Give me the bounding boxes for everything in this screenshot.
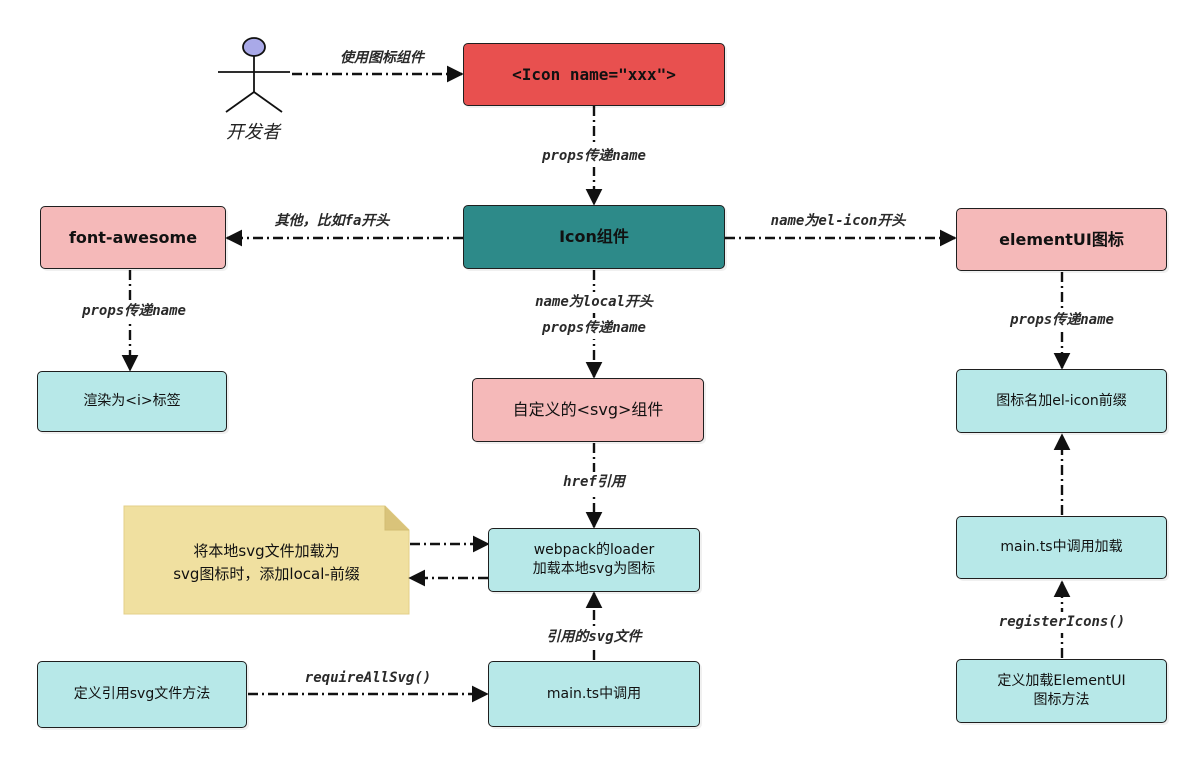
developer-actor-icon xyxy=(218,37,290,113)
edge-label-props-3: props传递name xyxy=(539,318,649,339)
main-ts-call-label: main.ts中调用 xyxy=(546,685,642,702)
define-require-method-node: 定义引用svg文件方法 xyxy=(37,661,247,728)
custom-svg-component-label: 自定义的<svg>组件 xyxy=(512,400,664,420)
edge-label-props-1: props传递name xyxy=(539,146,649,167)
edge-label-name-local: name为local开头 xyxy=(532,292,656,313)
edge-label-others-fa: 其他，比如fa开头 xyxy=(274,213,390,229)
define-element-ui-method-node: 定义加载ElementUI 图标方法 xyxy=(956,659,1167,723)
webpack-loader-node: webpack的loader 加载本地svg为图标 xyxy=(488,528,700,592)
font-awesome-label: font-awesome xyxy=(68,227,198,247)
edge-label-name-el-icon: name为el-icon开头 xyxy=(770,213,906,229)
icon-component-label: Icon组件 xyxy=(559,227,629,247)
note-line-1: 将本地svg文件加载为 xyxy=(193,542,340,560)
icon-tag-node: <Icon name="xxx"> xyxy=(463,43,725,106)
webpack-loader-line-1: webpack的loader xyxy=(533,542,655,559)
edge-label-require-all-svg: requireAllSvg() xyxy=(304,670,432,686)
prefix-el-icon-node: 图标名加el-icon前缀 xyxy=(956,369,1167,433)
icon-component-node: Icon组件 xyxy=(463,205,725,269)
define-require-method-label: 定义引用svg文件方法 xyxy=(73,686,211,703)
main-ts-load-node: main.ts中调用加载 xyxy=(956,516,1167,579)
element-ui-icon-label: elementUI图标 xyxy=(999,229,1124,249)
note-text: 将本地svg文件加载为 svg图标时，添加local-前缀 xyxy=(124,540,409,587)
actor-label: 开发者 xyxy=(226,122,280,143)
render-i-tag-label: 渲染为<i>标签 xyxy=(83,393,181,410)
webpack-loader-line-2: 加载本地svg为图标 xyxy=(532,561,656,577)
custom-svg-component-node: 自定义的<svg>组件 xyxy=(472,378,704,442)
note-line-2: svg图标时，添加local-前缀 xyxy=(173,565,360,584)
prefix-el-icon-label: 图标名加el-icon前缀 xyxy=(996,392,1127,409)
main-ts-call-node: main.ts中调用 xyxy=(488,661,700,727)
edge-label-referenced-svg: 引用的svg文件 xyxy=(543,627,645,648)
define-element-ui-method-line-2: 图标方法 xyxy=(1033,692,1090,708)
edge-label-register-icons: registerIcons() xyxy=(995,612,1129,633)
edge-label-href: href引用 xyxy=(560,472,628,493)
define-element-ui-method-line-1: 定义加载ElementUI xyxy=(997,673,1126,690)
main-ts-load-label: main.ts中调用加载 xyxy=(1000,539,1123,556)
font-awesome-node: font-awesome xyxy=(40,206,226,269)
render-i-tag-node: 渲染为<i>标签 xyxy=(37,371,227,432)
element-ui-icon-node: elementUI图标 xyxy=(956,208,1167,271)
edge-label-props-2: props传递name xyxy=(79,301,189,322)
icon-tag-label: <Icon name="xxx"> xyxy=(512,64,676,84)
edge-label-props-4: props传递name xyxy=(1007,310,1117,331)
edge-label-use-icon: 使用图标组件 xyxy=(340,50,424,66)
